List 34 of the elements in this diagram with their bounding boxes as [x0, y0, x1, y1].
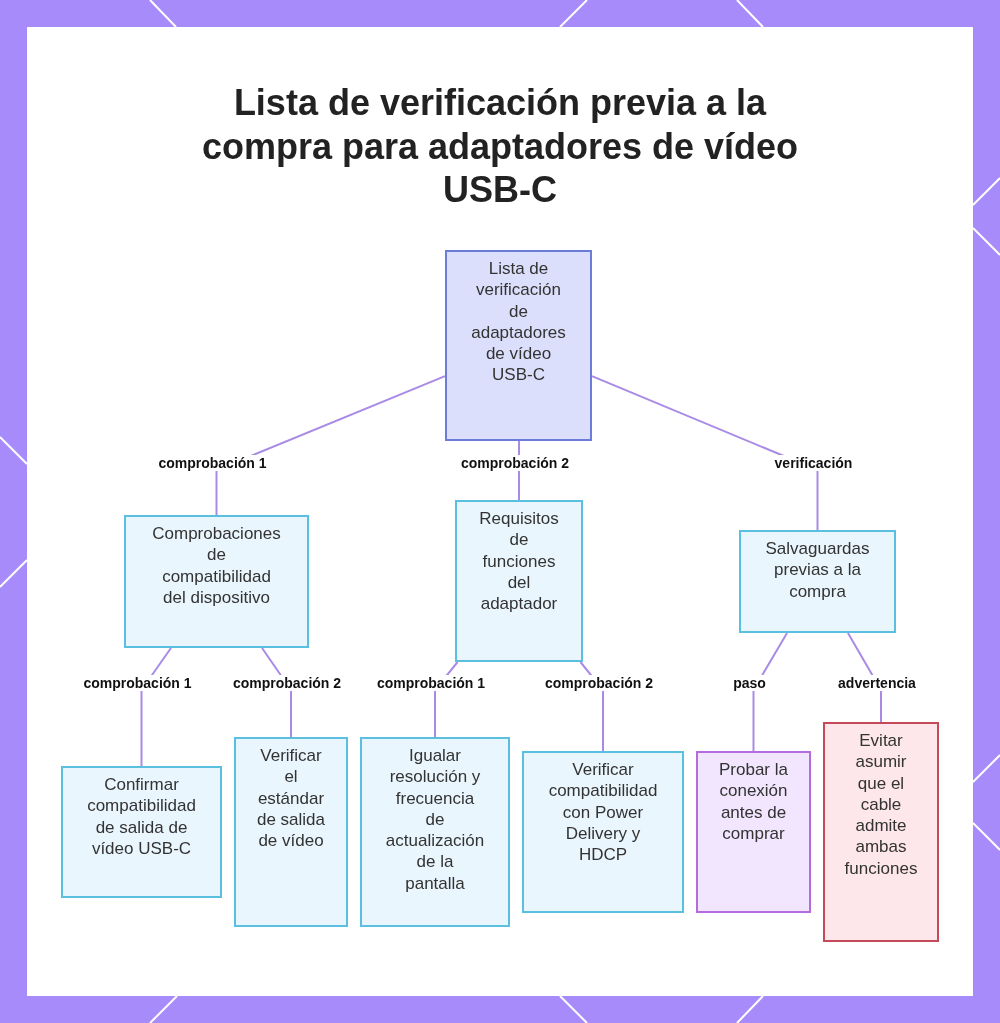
node-label: Requisitos de funciones del adaptador [478, 508, 560, 615]
node-label: Probar la conexión antes de comprar [718, 759, 789, 845]
edge-label: comprobación 2 [458, 455, 572, 471]
category-box [455, 500, 583, 662]
step-box [234, 737, 348, 927]
node-label: Salvaguardas previas a la compra [764, 538, 871, 602]
edge-label: comprobación 1 [81, 675, 194, 691]
warning-box [823, 722, 939, 942]
node-label: Confirmar compatibilidad de salida de vídeo USB-C [86, 774, 197, 860]
step-box [522, 751, 684, 913]
title: Lista de verificación previa a la compra para adaptadores de vídeo USB-C [200, 81, 800, 212]
node-label: Verificar el estándar de salida de vídeo [255, 745, 327, 852]
edge-label: comprobación 2 [542, 675, 656, 691]
connector-line [752, 632, 789, 752]
step-box [360, 737, 510, 927]
connector-line [215, 375, 446, 516]
edge-label: verificación [772, 455, 855, 471]
edge-label: advertencia [836, 675, 918, 691]
connector-line [140, 647, 172, 767]
edge-label: comprobación 1 [156, 455, 269, 471]
edge-label: comprobación 2 [230, 675, 344, 691]
connector-line [591, 375, 819, 531]
step-box [696, 751, 811, 913]
node-label: Lista de verificación de adaptadores de vídeo USB-C [470, 258, 567, 386]
node-label: Igualar resolución y frecuencia de actualización de la pantalla [385, 745, 485, 895]
node-label: Evitar asumir que el cable admite ambas funciones [843, 730, 919, 880]
step-box [61, 766, 222, 898]
edge-label: paso [731, 675, 768, 691]
category-box [739, 530, 896, 633]
node-label: Comprobaciones de compatibilidad del dispositivo [152, 523, 281, 609]
node-label: Verificar compatibilidad con Power Delivery y HDCP [547, 759, 659, 866]
category-box [124, 515, 309, 648]
root-box [445, 250, 592, 441]
edge-label: comprobación 1 [374, 675, 488, 691]
